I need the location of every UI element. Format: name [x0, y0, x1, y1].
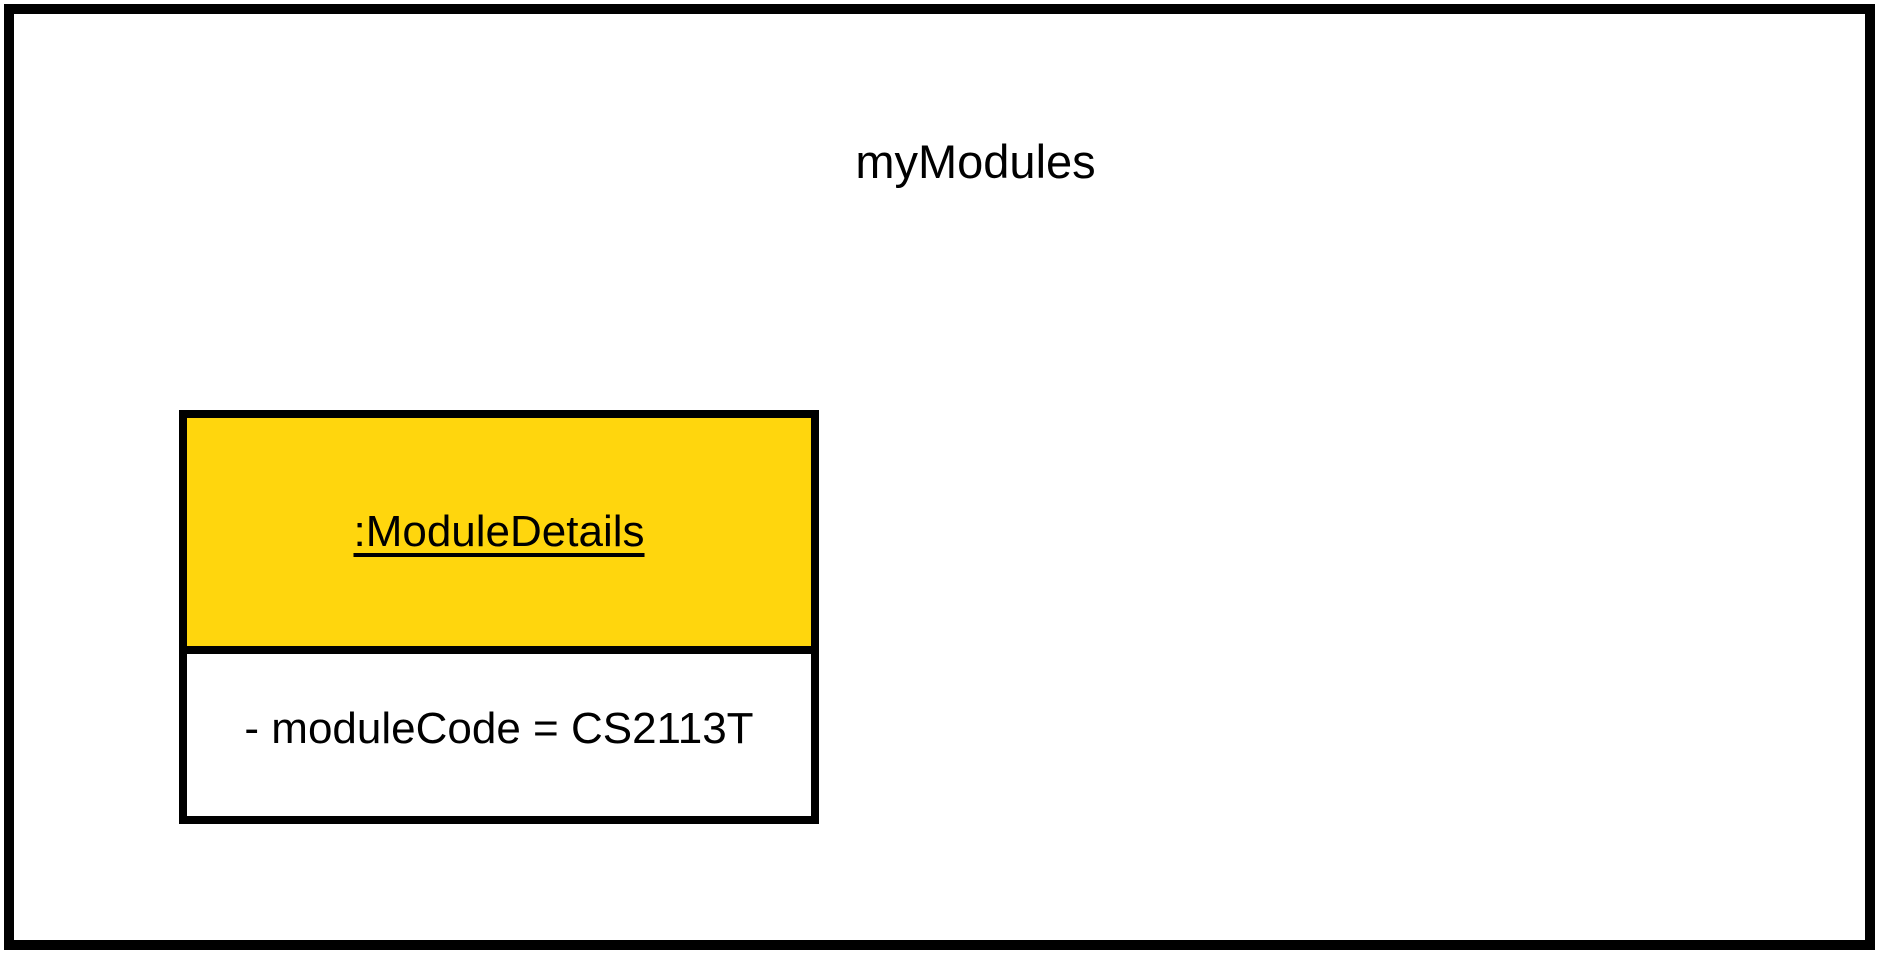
uml-attribute-module-code: - moduleCode = CS2113T — [244, 704, 754, 753]
uml-object-module-details[interactable]: :ModuleDetails - moduleCode = CS2113T — [179, 410, 819, 824]
uml-object-name: :ModuleDetails — [353, 507, 645, 556]
uml-object-header: :ModuleDetails — [187, 418, 811, 654]
uml-object-attributes-compartment: - moduleCode = CS2113T — [187, 654, 811, 816]
diagram-title: myModules — [14, 134, 1879, 190]
diagram-title-text: myModules — [855, 135, 1096, 188]
diagram-frame: myModules :ModuleDetails - moduleCode = … — [4, 4, 1875, 950]
